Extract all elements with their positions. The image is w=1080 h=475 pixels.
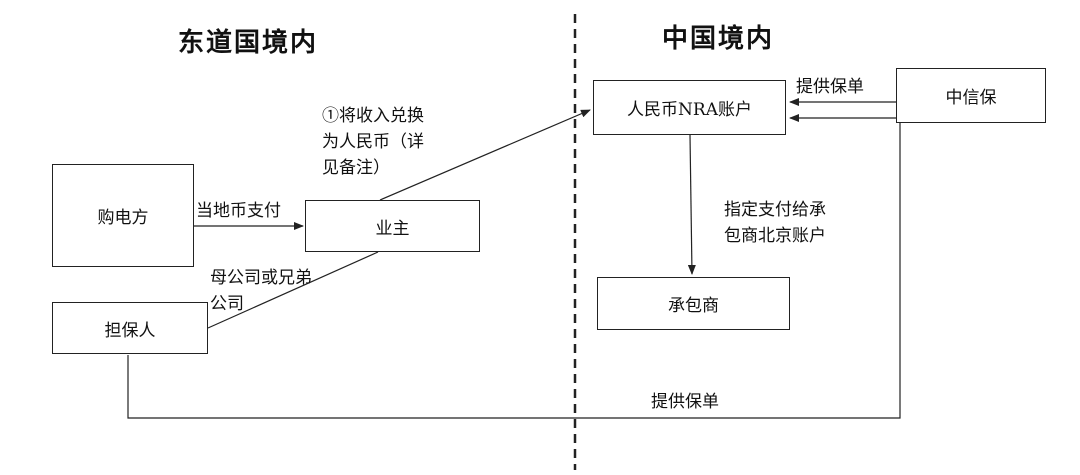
- policy-bottom-label: 提供保单: [651, 392, 719, 412]
- parent-company-label: 母公司或兄弟 公司: [210, 268, 312, 314]
- arrow-nra-to-contractor: [687, 134, 696, 275]
- host-country-title: 东道国境内: [178, 28, 319, 58]
- convert-label: ①将收入兑换 为人民币（详 见备注）: [322, 106, 424, 178]
- guarantor-box: 担保人: [52, 302, 208, 354]
- contractor-box: 承包商: [597, 277, 790, 330]
- line-sinosure-to-guarantor: [127, 122, 901, 419]
- nra-account-box: 人民币NRA账户: [593, 80, 786, 135]
- china-title: 中国境内: [662, 24, 775, 54]
- arrow-owner-to-nra: [379, 109, 591, 201]
- policy-top-label: 提供保单: [796, 77, 864, 97]
- owner-box: 业主: [305, 200, 480, 252]
- buyer-box: 购电方: [52, 164, 194, 267]
- line-guarantor-to-owner: [207, 251, 379, 329]
- local-payment-label: 当地币支付: [196, 201, 281, 221]
- sinosure-box: 中信保: [896, 68, 1046, 123]
- designated-payment-label: 指定支付给承 包商北京账户: [724, 200, 826, 246]
